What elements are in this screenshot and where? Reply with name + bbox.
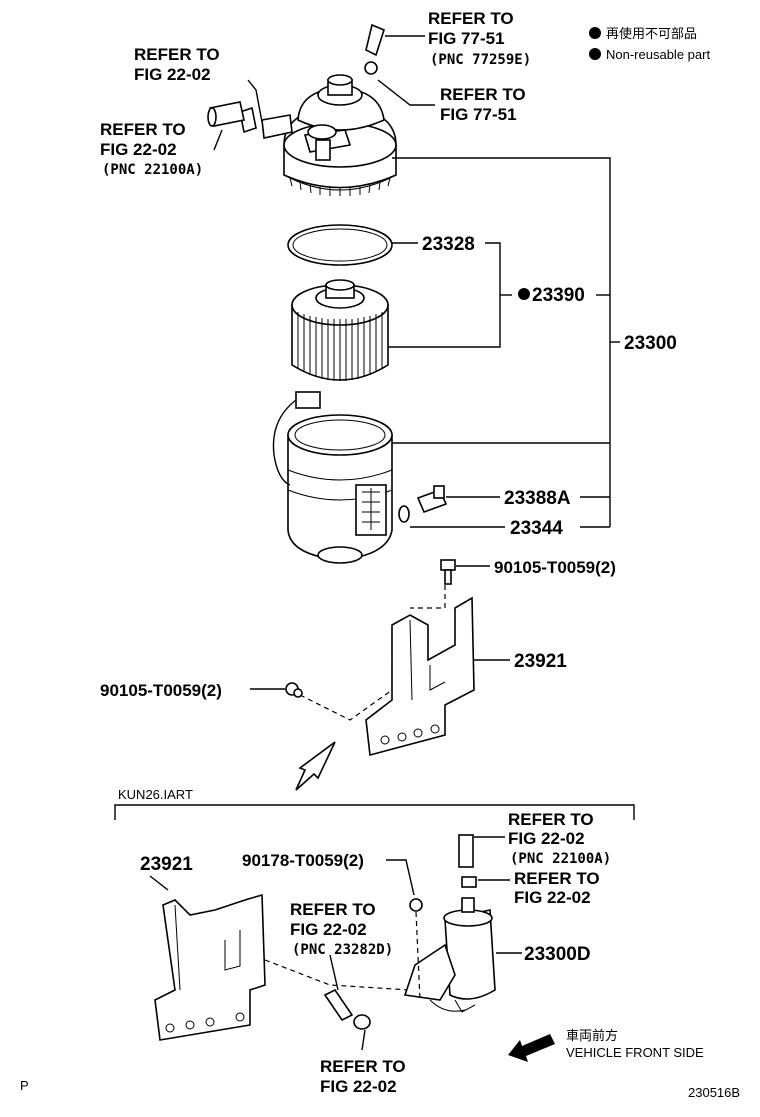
drain-plug	[398, 485, 448, 523]
direction-jp: 車両前方	[566, 1028, 618, 1043]
ref-lower-bottom-l1: REFER TO	[320, 1057, 406, 1076]
ref-lower-center-l2: FIG 22-02	[290, 920, 367, 939]
non-reusable-dot-icon	[518, 288, 530, 300]
lower-frame	[114, 804, 635, 820]
legend-jp: 再使用不可部品	[606, 26, 697, 41]
bracket-upper	[250, 559, 510, 791]
ref-lower-center-pnc: (PNC 23282D)	[292, 942, 393, 958]
part-23921: 23921	[514, 651, 567, 672]
ref-lower-right-mid-l2: FIG 22-02	[514, 888, 591, 907]
part-bolt-left: 90105-T0059(2)	[100, 681, 222, 700]
non-reusable-dot-icon	[589, 27, 601, 39]
part-23300: 23300	[624, 333, 677, 354]
ref-left-pnc-l1: REFER TO	[100, 120, 186, 139]
ref-left-pnc-l2: FIG 22-02	[100, 140, 177, 159]
corner-left: P	[20, 1078, 29, 1093]
part-bolt-right: 90105-T0059(2)	[494, 558, 616, 577]
filter-element	[291, 279, 389, 381]
legend-en: Non-reusable part	[606, 47, 710, 62]
leader-lines-upper	[213, 35, 620, 528]
ref-top-center-l1: REFER TO	[428, 9, 514, 28]
part-23344: 23344	[510, 518, 563, 539]
frame-label: KUN26.IART	[118, 787, 193, 802]
ref-right-mid-l2: FIG 77-51	[440, 105, 517, 124]
ref-lower-right-top-pnc: (PNC 22100A)	[510, 851, 611, 867]
part-nut-lower: 90178-T0059(2)	[242, 851, 364, 870]
ref-top-center-pnc: (PNC 77259E)	[430, 52, 531, 68]
ref-lower-center-l1: REFER TO	[290, 900, 376, 919]
lower-filter-assembly	[323, 834, 555, 1062]
labels: REFER TO FIG 77-51 (PNC 77259E) REFER TO…	[20, 9, 740, 1100]
ref-lower-right-top-l2: FIG 22-02	[508, 829, 585, 848]
ref-left-top-l2: FIG 22-02	[134, 65, 211, 84]
part-23390: 23390	[532, 285, 585, 306]
ref-left-top-l1: REFER TO	[134, 45, 220, 64]
part-23328: 23328	[422, 234, 475, 255]
filter-bowl	[272, 391, 393, 564]
part-23921-lower: 23921	[140, 854, 193, 875]
bracket-lower	[149, 875, 411, 1041]
part-23388a: 23388A	[504, 488, 571, 509]
non-reusable-dot-icon	[589, 48, 601, 60]
filter-cap-assembly	[207, 23, 397, 196]
legend: 再使用不可部品 Non-reusable part	[589, 26, 710, 62]
corner-right: 230516B	[688, 1085, 740, 1100]
ref-lower-right-top-l1: REFER TO	[508, 810, 594, 829]
ref-lower-bottom-l2: FIG 22-02	[320, 1077, 397, 1096]
ref-left-pnc-pnc: (PNC 22100A)	[102, 162, 203, 178]
o-ring	[287, 224, 393, 266]
direction-en: VEHICLE FRONT SIDE	[566, 1045, 704, 1060]
part-23300d: 23300D	[524, 944, 591, 965]
ref-top-center-l2: FIG 77-51	[428, 29, 505, 48]
ref-right-mid-l1: REFER TO	[440, 85, 526, 104]
ref-lower-right-mid-l1: REFER TO	[514, 869, 600, 888]
